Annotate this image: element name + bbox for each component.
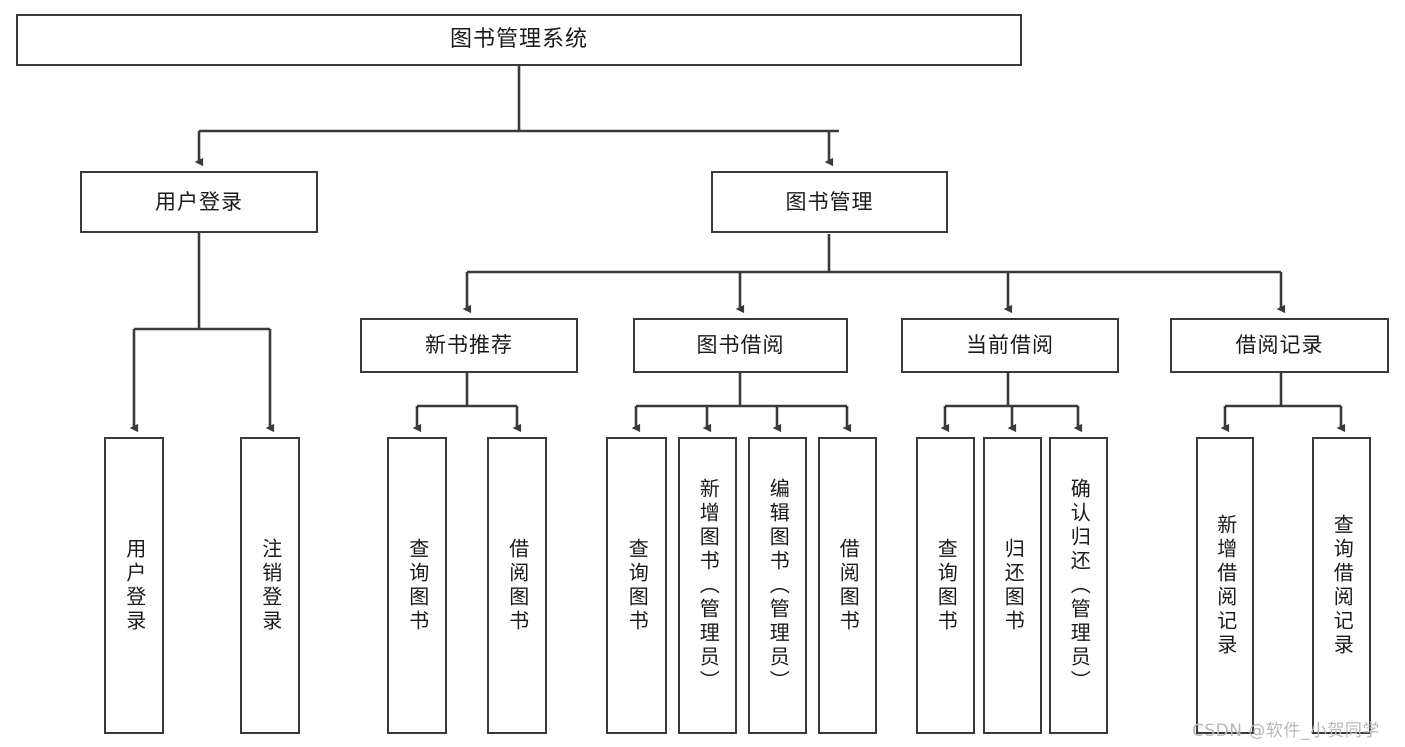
node-leaf-query-book-2[interactable]: 查询图书 xyxy=(606,437,667,734)
node-leaf-query-book-1-label: 查询图书 xyxy=(405,537,430,634)
node-current-borrow-label: 当前借阅 xyxy=(966,333,1054,358)
node-leaf-borrow-book-2[interactable]: 借阅图书 xyxy=(818,437,877,734)
node-root[interactable]: 图书管理系统 xyxy=(16,14,1022,66)
node-borrow-record[interactable]: 借阅记录 xyxy=(1170,318,1389,373)
node-book-manage[interactable]: 图书管理 xyxy=(711,171,948,233)
node-leaf-edit-book[interactable]: 编辑图书（管理员） xyxy=(748,437,807,734)
node-root-label: 图书管理系统 xyxy=(449,27,588,53)
node-leaf-edit-book-label: 编辑图书（管理员） xyxy=(766,477,791,694)
node-leaf-borrow-book-1-label: 借阅图书 xyxy=(505,537,530,634)
node-leaf-confirm-return[interactable]: 确认归还（管理员） xyxy=(1049,437,1108,734)
node-new-book-recommend-label: 新书推荐 xyxy=(425,333,513,358)
node-leaf-return-book-label: 归还图书 xyxy=(1001,537,1026,634)
node-book-manage-label: 图书管理 xyxy=(785,189,874,214)
csdn-watermark: CSDN @软件_小贺同学 xyxy=(1192,716,1380,741)
node-current-borrow[interactable]: 当前借阅 xyxy=(901,318,1119,373)
node-leaf-query-book-3-label: 查询图书 xyxy=(934,537,959,634)
node-leaf-query-book-3[interactable]: 查询图书 xyxy=(916,437,975,734)
node-leaf-add-record[interactable]: 新增借阅记录 xyxy=(1196,437,1254,734)
node-leaf-logout[interactable]: 注销登录 xyxy=(240,437,300,734)
node-leaf-query-record-label: 查询借阅记录 xyxy=(1330,513,1355,658)
node-leaf-borrow-book-2-label: 借阅图书 xyxy=(836,537,861,634)
node-leaf-add-book[interactable]: 新增图书（管理员） xyxy=(678,437,737,734)
node-user-login[interactable]: 用户登录 xyxy=(80,171,318,233)
node-leaf-query-book-2-label: 查询图书 xyxy=(625,537,650,634)
node-leaf-user-login[interactable]: 用户登录 xyxy=(104,437,164,734)
node-leaf-logout-label: 注销登录 xyxy=(258,537,283,634)
node-leaf-query-book-1[interactable]: 查询图书 xyxy=(387,437,447,734)
node-book-borrow[interactable]: 图书借阅 xyxy=(633,318,848,373)
node-leaf-borrow-book-1[interactable]: 借阅图书 xyxy=(487,437,547,734)
node-leaf-add-record-label: 新增借阅记录 xyxy=(1213,513,1238,658)
csdn-watermark-text: CSDN @软件_小贺同学 xyxy=(1192,721,1380,741)
node-new-book-recommend[interactable]: 新书推荐 xyxy=(360,318,578,373)
node-leaf-query-record[interactable]: 查询借阅记录 xyxy=(1312,437,1371,734)
node-leaf-return-book[interactable]: 归还图书 xyxy=(983,437,1042,734)
node-leaf-user-login-label: 用户登录 xyxy=(122,537,147,634)
node-book-borrow-label: 图书借阅 xyxy=(696,333,785,358)
node-leaf-confirm-return-label: 确认归还（管理员） xyxy=(1067,477,1092,694)
node-borrow-record-label: 借阅记录 xyxy=(1235,333,1324,358)
node-user-login-label: 用户登录 xyxy=(155,189,243,214)
node-leaf-add-book-label: 新增图书（管理员） xyxy=(696,477,721,694)
